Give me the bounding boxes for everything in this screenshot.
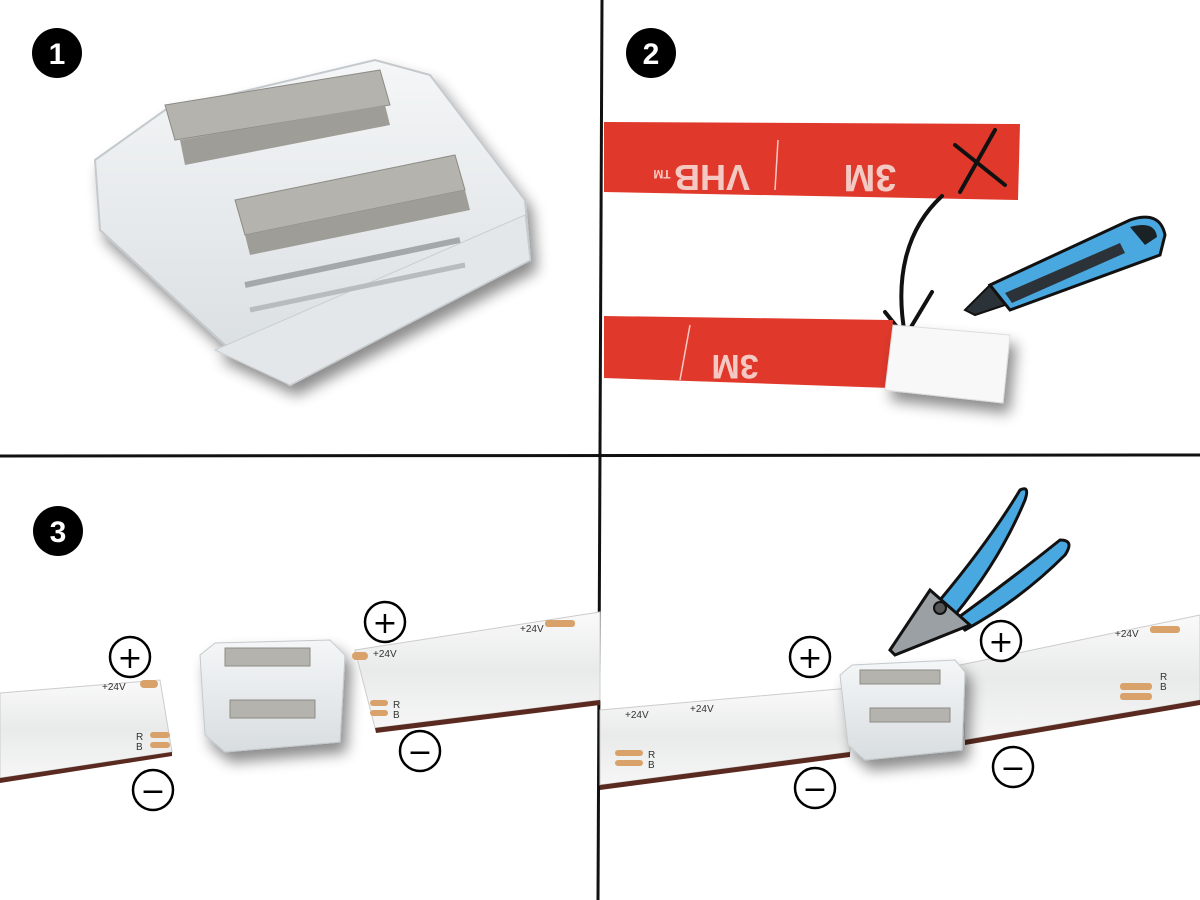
pad-label-r: R [393, 700, 400, 711]
minus-label: − [140, 774, 165, 809]
step-number: 3 [50, 516, 67, 549]
utility-knife-icon [963, 215, 1167, 317]
pad-label-b: B [136, 742, 143, 753]
voltage-label: +24V [373, 649, 397, 660]
panel-2: 2 3M VHB TM 3M [604, 28, 1167, 404]
led-strip-left: +24V R B [0, 679, 173, 783]
plus-label: + [117, 641, 142, 676]
tape-trademark: TM [653, 167, 670, 181]
step-badge-3 [33, 506, 83, 556]
tape-original: 3M VHB TM [604, 122, 1020, 200]
minus-label: − [407, 735, 432, 770]
minus-sign-right: − [398, 729, 442, 773]
pad-label-r: R [1160, 672, 1167, 683]
pliers-icon [888, 487, 1071, 657]
horizontal-divider [0, 453, 1200, 458]
panel-4: +24V +24V +24V R B R B + + − − [599, 487, 1200, 810]
pad-label-b: B [1160, 682, 1167, 693]
plus-sign-right: + [363, 600, 407, 644]
led-strip-joined: +24V +24V +24V R B R B [599, 614, 1200, 790]
plus-label: + [372, 606, 397, 641]
plus-label: + [797, 641, 822, 676]
tape-product: VHB [674, 157, 750, 198]
voltage-label: +24V [1115, 629, 1139, 640]
voltage-label: +24V [520, 624, 544, 635]
plus-sign-left: + [108, 635, 152, 679]
tape-brand: 3M [844, 156, 897, 198]
step-badge-1 [32, 28, 82, 78]
minus-label: − [1000, 751, 1025, 786]
tape-brand: 3M [711, 347, 758, 385]
voltage-label: +24V [690, 704, 714, 715]
connector-closed [839, 659, 966, 761]
pad-label-b: B [393, 710, 400, 721]
vertical-divider [596, 0, 604, 900]
voltage-label: +24V [102, 682, 126, 693]
minus-sign-right: − [991, 745, 1035, 789]
pad-label-r: R [648, 750, 655, 761]
plus-sign-left: + [788, 635, 832, 679]
minus-sign-left: − [793, 766, 837, 810]
step-badge-2 [626, 28, 676, 78]
led-strip-right: +24V +24V R B [352, 611, 601, 733]
connector-open [199, 639, 346, 753]
step-number: 2 [643, 38, 660, 71]
panel-1: 1 [32, 28, 532, 387]
pad-label-r: R [136, 732, 143, 743]
minus-sign-left: − [131, 768, 175, 812]
pad-label-b: B [648, 760, 655, 771]
arrow-icon [883, 194, 944, 339]
panel-3: 3 +24V R B +24V +24V R B [0, 506, 601, 812]
cross-mark [953, 128, 1007, 194]
minus-label: − [802, 772, 827, 807]
tape-trimmed: 3M [604, 316, 1011, 404]
plus-label: + [988, 625, 1013, 660]
step-number: 1 [49, 38, 66, 71]
plus-sign-right: + [979, 619, 1023, 663]
voltage-label: +24V [625, 710, 649, 721]
connector-image [93, 58, 532, 387]
